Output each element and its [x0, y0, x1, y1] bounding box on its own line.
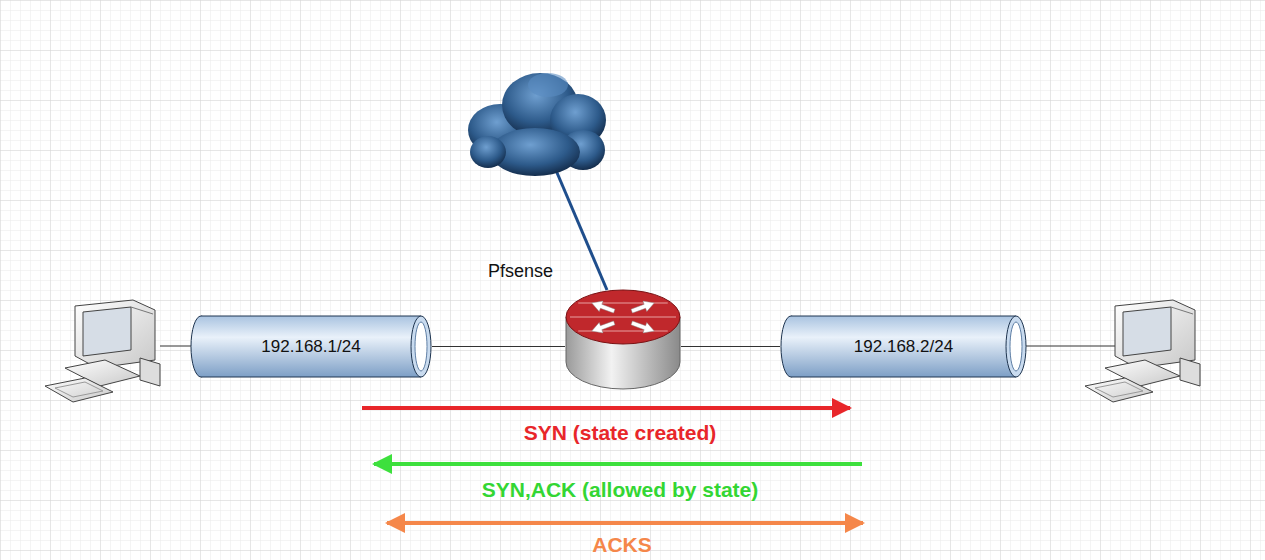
flow-label: ACKS: [592, 533, 652, 557]
router-shape: [565, 285, 681, 390]
network-segment: 192.168.2/24: [780, 315, 1027, 378]
flow-label: SYN (state created): [524, 421, 717, 445]
syn-arrow: [362, 406, 850, 410]
computer-icon: [45, 300, 195, 402]
network-segment: 192.168.1/24: [190, 315, 432, 378]
subnet-label: 192.168.2/24: [854, 337, 953, 357]
network-link: [681, 346, 780, 347]
ack-arrow: [387, 521, 863, 525]
device-label: Pfsense: [488, 261, 553, 282]
firewall-router: Pfsense: [565, 285, 681, 390]
computer-icon: [1025, 300, 1200, 402]
network-link: [432, 346, 565, 347]
synack-arrow: [374, 462, 862, 466]
flow-label: SYN,ACK (allowed by state): [482, 478, 759, 502]
subnet-label: 192.168.1/24: [261, 337, 360, 357]
cloud-icon: [468, 73, 607, 290]
